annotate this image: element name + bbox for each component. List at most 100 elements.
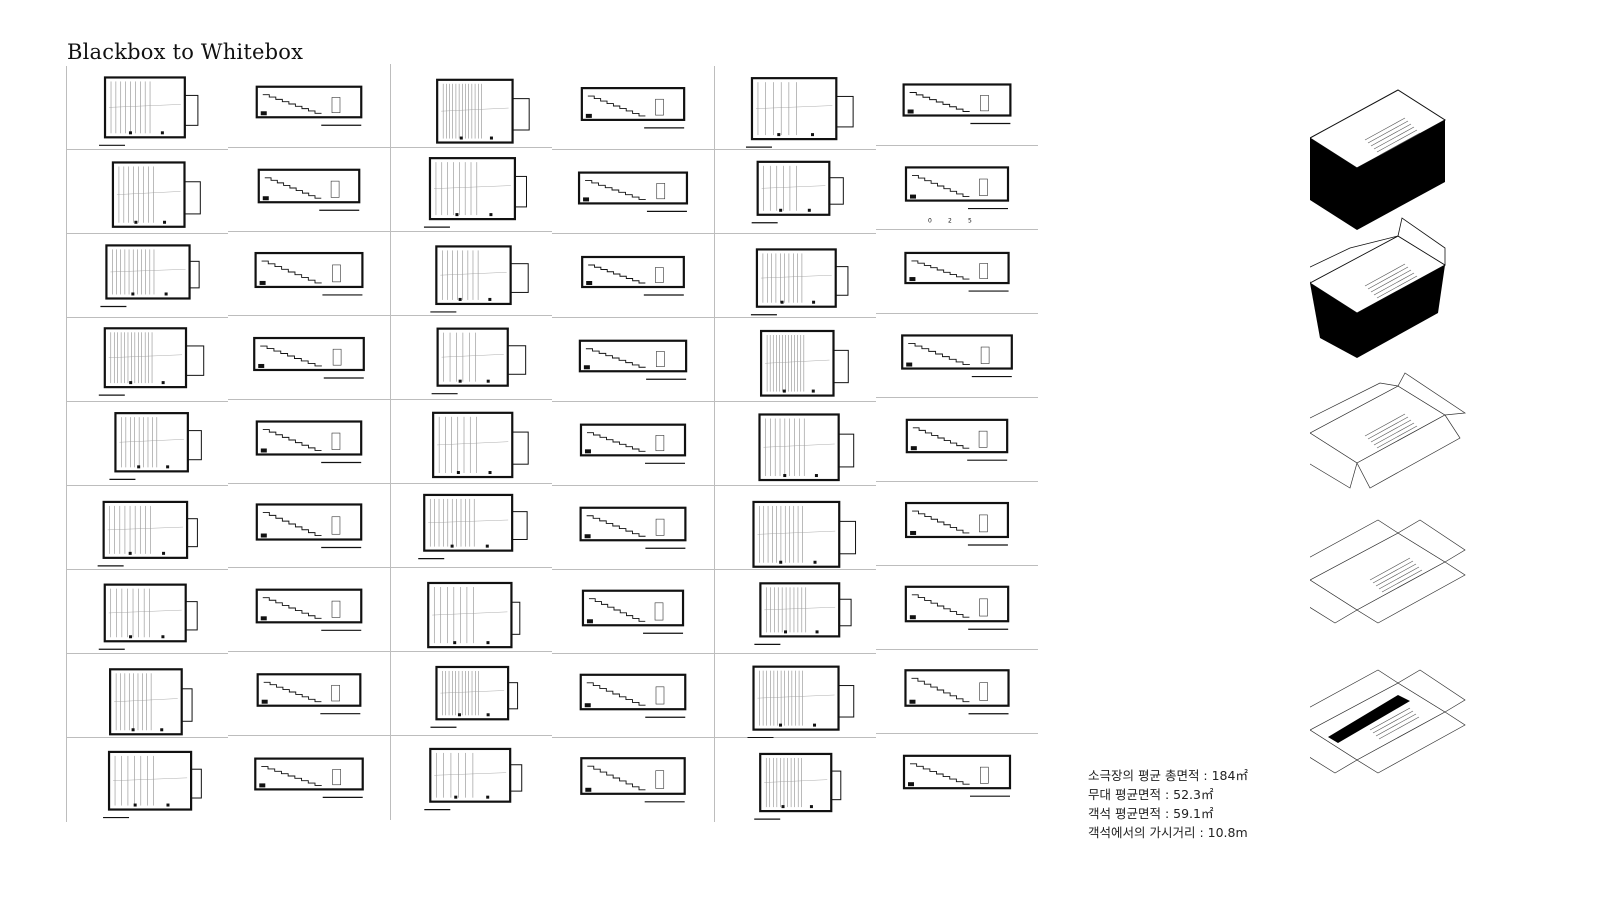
floor-plan-drawing (390, 148, 552, 232)
drawing-svg (904, 501, 1010, 546)
drawing-svg (579, 423, 687, 464)
iso-flat-unfolded (1310, 519, 1466, 624)
drawing-svg (578, 339, 688, 380)
drawing-svg (100, 244, 200, 308)
drawing-svg (254, 757, 364, 798)
drawing-svg (255, 85, 363, 126)
floor-plan-drawing (66, 402, 228, 486)
section-drawing (552, 570, 714, 654)
section-drawing (228, 736, 390, 820)
section-drawing (876, 482, 1038, 566)
drawing-svg (904, 669, 1010, 715)
floor-plan-drawing (390, 484, 552, 568)
section-drawing (876, 398, 1038, 482)
drawing-svg (423, 157, 527, 228)
drawing-svg (902, 83, 1012, 125)
section-drawing (228, 148, 390, 232)
floor-plan-drawing (66, 66, 228, 150)
drawing-svg (430, 665, 519, 728)
floor-plan-drawing (390, 736, 552, 820)
section-drawing (552, 66, 714, 150)
stat-total-area: 소극장의 평균 총면적 : 184㎡ (1088, 768, 1248, 783)
drawing-svg (577, 171, 689, 213)
section-drawing (876, 314, 1038, 398)
drawing-svg (253, 336, 365, 379)
floor-plan-drawing (66, 738, 228, 822)
drawing-svg (430, 245, 529, 313)
drawing-svg (418, 493, 528, 560)
drawing-svg (427, 581, 521, 649)
floor-plan-drawing (66, 654, 228, 738)
stat-sight-distance: 객석에서의 가시거리 : 10.8m (1088, 825, 1248, 840)
iso-flat-with-black-seating (1310, 669, 1466, 774)
section-drawing (876, 650, 1038, 734)
drawing-svg (579, 506, 687, 549)
drawing-svg (255, 420, 363, 464)
drawing-svg (904, 251, 1010, 292)
floor-plan-drawing (714, 654, 876, 738)
floor-plan-drawing (66, 318, 228, 402)
drawing-svg (431, 327, 527, 395)
drawing-svg (580, 757, 686, 803)
blackbox-to-whitebox-isometric-sequence (1310, 89, 1467, 774)
section-drawing (228, 484, 390, 568)
drawing-svg (759, 329, 849, 397)
floor-plan-drawing (714, 402, 876, 486)
section-drawing (552, 738, 714, 822)
section-drawing (552, 150, 714, 234)
drawing-svg (745, 77, 854, 148)
floor-plan-drawing (714, 570, 876, 654)
section-drawing (228, 652, 390, 736)
drawing-svg (752, 500, 857, 568)
drawing-svg (99, 76, 199, 146)
section-drawing (552, 402, 714, 486)
page-title: Blackbox to Whitebox (67, 40, 304, 64)
section-drawing (876, 230, 1038, 314)
floor-plan-drawing (66, 234, 228, 318)
floor-plan-drawing (714, 150, 876, 234)
section-drawing (876, 62, 1038, 146)
drawing-svg (255, 588, 363, 631)
floor-plan-drawing (66, 570, 228, 654)
section-drawing (552, 234, 714, 318)
statistics-block: 소극장의 평균 총면적 : 184㎡ 무대 평균면적 : 52.3㎡ 객석 평균… (1088, 766, 1248, 842)
section-drawing (228, 232, 390, 316)
drawing-svg (750, 248, 849, 316)
section-drawing (876, 566, 1038, 650)
floor-plan-drawing (390, 316, 552, 400)
section-drawing (228, 568, 390, 652)
section-drawing (876, 734, 1038, 818)
drawing-svg (432, 411, 529, 479)
floor-plan-drawing (390, 64, 552, 148)
drawing-svg (257, 168, 361, 211)
drawing-svg (424, 747, 523, 811)
drawing-svg (436, 78, 530, 144)
floor-plan-drawing (714, 486, 876, 570)
floor-plan-drawing (714, 234, 876, 318)
drawing-svg (579, 673, 687, 718)
floor-plan-drawing (66, 486, 228, 570)
section-drawing (552, 654, 714, 738)
drawing-svg (754, 752, 842, 820)
drawing-svg (751, 160, 844, 224)
drawing-svg (581, 589, 685, 634)
drawing-svg (754, 582, 852, 645)
scale-label: 2 (948, 218, 952, 225)
section-drawing (228, 400, 390, 484)
stat-seating-area: 객석 평균면적 : 59.1㎡ (1088, 806, 1214, 821)
drawing-svg (581, 255, 685, 296)
stat-stage-area: 무대 평균면적 : 52.3㎡ (1088, 787, 1214, 802)
drawing-svg (580, 87, 686, 129)
drawing-svg (97, 500, 198, 567)
floor-plan-drawing (390, 232, 552, 316)
drawing-svg (103, 750, 202, 819)
drawing-svg (256, 673, 362, 715)
floor-plan-drawing (66, 150, 228, 234)
drawing-svg (901, 334, 1013, 378)
drawing-svg (255, 503, 363, 549)
floor-plan-drawing (390, 400, 552, 484)
floor-plan-drawing (390, 568, 552, 652)
